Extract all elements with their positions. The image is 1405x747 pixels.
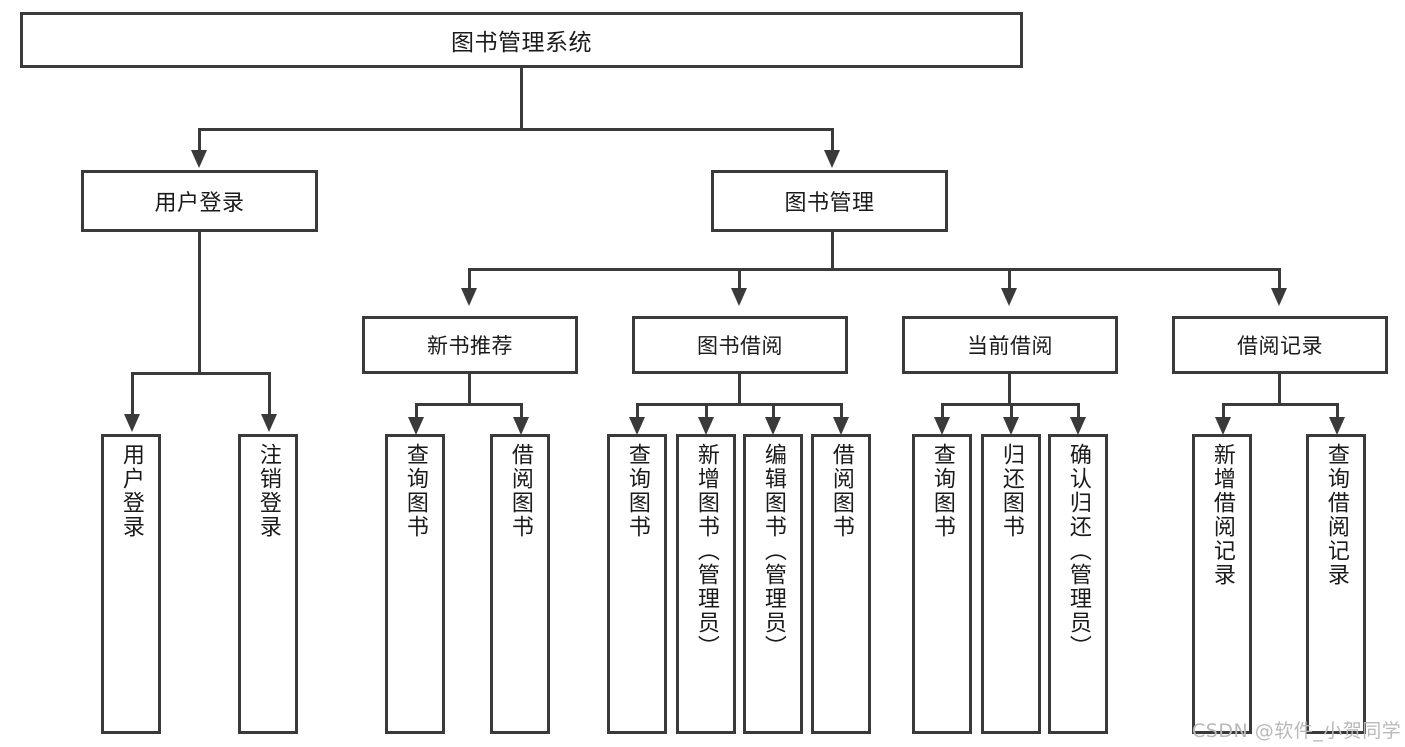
node-current-borrow[interactable]: 当前借阅 [902, 316, 1118, 374]
leaf-label: 注销登录 [255, 443, 281, 539]
node-label: 图书管理 [784, 191, 875, 216]
connector-borrow-record-bus [1222, 403, 1339, 406]
connector-borrowrecord-to-leaf-1 [1336, 403, 1339, 417]
arrow-root-to-book-management [824, 150, 840, 168]
connector-user-login-stem [198, 232, 201, 374]
connector-bm-to-book-borrow [738, 268, 741, 288]
leaf-label: 新增图书（管理员） [693, 443, 719, 659]
leaf-label: 查询图书 [402, 443, 428, 539]
connector-book-borrow-stem [738, 374, 741, 405]
arrow-newbook-to-leaf-1 [513, 417, 529, 435]
connector-book-borrow-bus [636, 403, 843, 406]
arrow-bm-to-book-borrow [731, 288, 747, 306]
node-label: 图书借阅 [697, 334, 783, 358]
connector-root-to-book-management [831, 128, 834, 150]
connector-root-stem [520, 68, 523, 130]
leaf-label: 借阅图书 [507, 443, 533, 539]
node-borrow-record[interactable]: 借阅记录 [1172, 316, 1388, 374]
leaf-book-borrow-query-book[interactable]: 查询图书 [607, 434, 667, 734]
leaf-book-borrow-edit-book-admin[interactable]: 编辑图书（管理员） [743, 434, 803, 734]
connector-bookborrow-to-leaf-2 [772, 403, 775, 417]
node-label: 借阅记录 [1237, 334, 1323, 358]
leaf-user-login-login[interactable]: 用户登录 [101, 434, 161, 734]
leaf-new-book-query-book[interactable]: 查询图书 [385, 434, 445, 734]
connector-bm-to-borrow-record [1278, 268, 1281, 288]
leaf-label: 新增借阅记录 [1209, 443, 1235, 587]
leaf-label: 编辑图书（管理员） [760, 443, 786, 659]
connector-newbook-to-leaf-0 [415, 403, 418, 417]
arrow-currentborrow-to-leaf-2 [1070, 417, 1086, 435]
leaf-label: 归还图书 [998, 443, 1024, 539]
node-root-book-management-system[interactable]: 图书管理系统 [20, 12, 1023, 68]
connector-bookborrow-to-leaf-1 [705, 403, 708, 417]
connector-book-management-bus [468, 268, 1281, 271]
arrow-bm-to-borrow-record [1271, 288, 1287, 306]
connector-currentborrow-to-leaf-2 [1077, 403, 1080, 417]
leaf-current-borrow-confirm-return-admin[interactable]: 确认归还（管理员） [1048, 434, 1108, 734]
connector-new-book-bus [415, 403, 523, 406]
connector-newbook-to-leaf-1 [520, 403, 523, 417]
node-book-borrow[interactable]: 图书借阅 [632, 316, 848, 374]
leaf-label: 借阅图书 [828, 443, 854, 539]
leaf-current-borrow-return-book[interactable]: 归还图书 [981, 434, 1041, 734]
leaf-book-borrow-add-book-admin[interactable]: 新增图书（管理员） [676, 434, 736, 734]
arrow-bookborrow-to-leaf-3 [833, 417, 849, 435]
arrow-currentborrow-to-leaf-0 [934, 417, 950, 435]
leaf-label: 查询图书 [624, 443, 650, 539]
leaf-borrow-record-add-record[interactable]: 新增借阅记录 [1192, 434, 1252, 734]
arrow-bm-to-current-borrow [1001, 288, 1017, 306]
arrow-bookborrow-to-leaf-1 [698, 417, 714, 435]
connector-borrow-record-stem [1278, 374, 1281, 405]
leaf-label: 用户登录 [118, 443, 144, 539]
node-new-book-recommend[interactable]: 新书推荐 [362, 316, 578, 374]
arrow-user-login-to-leaf-1 [261, 414, 277, 432]
leaf-current-borrow-query-book[interactable]: 查询图书 [912, 434, 972, 734]
connector-root-bus [198, 128, 834, 131]
arrow-bookborrow-to-leaf-2 [765, 417, 781, 435]
connector-book-management-stem [831, 232, 834, 270]
node-label: 当前借阅 [967, 334, 1053, 358]
leaf-label: 确认归还（管理员） [1065, 443, 1091, 659]
leaf-borrow-record-query-record[interactable]: 查询借阅记录 [1306, 434, 1366, 734]
connector-bookborrow-to-leaf-0 [636, 403, 639, 417]
arrow-borrowrecord-to-leaf-1 [1329, 417, 1345, 435]
arrow-root-to-user-login [191, 150, 207, 168]
arrow-currentborrow-to-leaf-1 [1003, 417, 1019, 435]
connector-new-book-stem [468, 374, 471, 405]
leaf-user-login-logout[interactable]: 注销登录 [238, 434, 298, 734]
node-label: 新书推荐 [427, 334, 513, 358]
leaf-book-borrow-borrow-book[interactable]: 借阅图书 [811, 434, 871, 734]
arrow-newbook-to-leaf-0 [408, 417, 424, 435]
arrow-bookborrow-to-leaf-0 [629, 417, 645, 435]
arrow-user-login-to-leaf-0 [124, 414, 140, 432]
leaf-new-book-borrow-book[interactable]: 借阅图书 [490, 434, 550, 734]
connector-bookborrow-to-leaf-3 [840, 403, 843, 417]
arrow-bm-to-new-book [461, 288, 477, 306]
connector-currentborrow-to-leaf-0 [941, 403, 944, 417]
arrow-borrowrecord-to-leaf-0 [1215, 417, 1231, 435]
node-label: 用户登录 [154, 191, 245, 216]
connector-borrowrecord-to-leaf-0 [1222, 403, 1225, 417]
leaf-label: 查询图书 [929, 443, 955, 539]
connector-current-borrow-stem [1008, 374, 1011, 405]
connector-bm-to-new-book [468, 268, 471, 288]
node-book-management[interactable]: 图书管理 [711, 170, 948, 232]
connector-currentborrow-to-leaf-1 [1010, 403, 1013, 417]
connector-user-login-to-leaf-1 [268, 372, 271, 414]
connector-bm-to-current-borrow [1008, 268, 1011, 288]
connector-user-login-to-leaf-0 [131, 372, 134, 414]
node-label: 图书管理系统 [451, 30, 592, 56]
leaf-label: 查询借阅记录 [1323, 443, 1349, 587]
connector-user-login-bus [131, 372, 268, 375]
connector-root-to-user-login [198, 128, 201, 150]
node-user-login[interactable]: 用户登录 [81, 170, 318, 232]
